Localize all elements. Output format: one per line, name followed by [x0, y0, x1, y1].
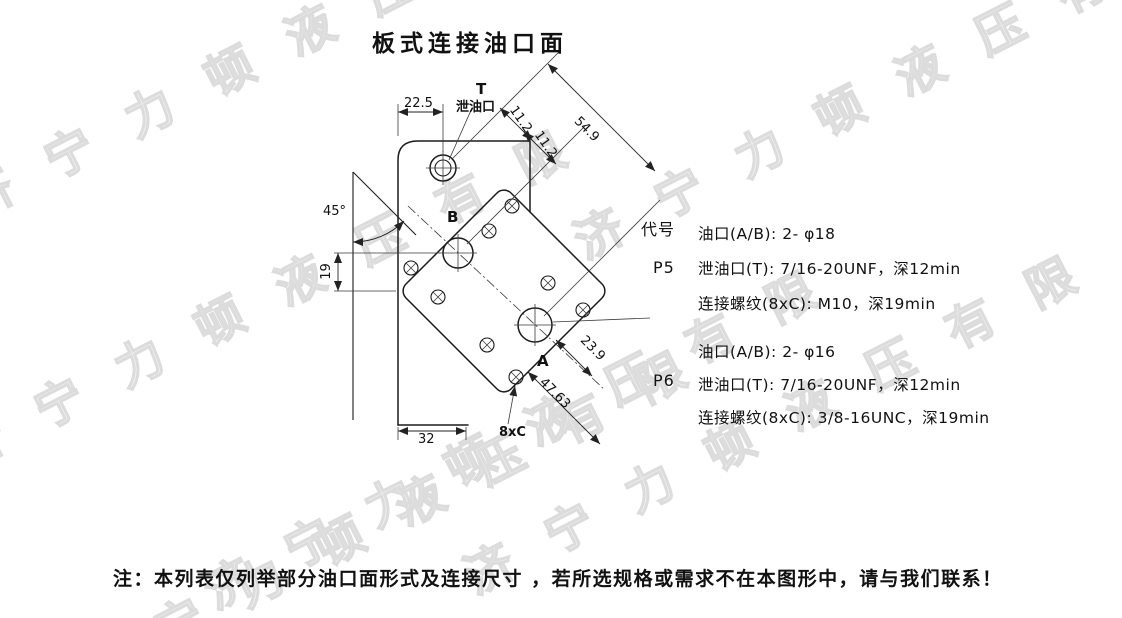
bolt-count-label: 8xC [499, 425, 526, 440]
dim-bottom-width: 32 [418, 432, 435, 447]
spec-line: 泄油口(T): 7/16-20UNF，深12min [698, 376, 961, 394]
port-b-label: B [447, 208, 459, 226]
bolt-leader-line [507, 385, 518, 425]
bolt-holes [403, 198, 591, 385]
table-leader-line [552, 317, 651, 323]
spec-line: 泄油口(T): 7/16-20UNF，深12min [698, 260, 961, 278]
bolt-hole [508, 369, 524, 385]
dimension-22-5 [397, 104, 444, 152]
port-a-circle [514, 304, 556, 346]
table-header-code: 代号 [641, 220, 676, 239]
spec-line: 连接螺纹(8xC): 3/8-16UNC，深19min [698, 409, 990, 427]
bolt-hole [504, 198, 520, 214]
t-leader-line [448, 107, 473, 161]
bolt-hole [540, 275, 556, 291]
bolt-hole [430, 289, 446, 305]
plate-outline [352, 140, 531, 426]
dimension-a-offsets [527, 339, 601, 445]
footer-note: 注：本列表仅列举部分油口面形式及连接尺寸 ，若所选规格或需求不在本图形中，请与我… [113, 568, 1003, 590]
t-port-name: 泄油口 [456, 100, 496, 115]
bolt-hole [479, 337, 495, 353]
leak-port-circle [426, 151, 460, 185]
t-port-label: T [476, 80, 487, 98]
row-code-p5: P5 [653, 258, 675, 277]
spec-line: 油口(A/B): 2- φ18 [698, 225, 836, 243]
bolt-hole [575, 302, 591, 318]
bolt-hole [481, 223, 497, 239]
mounting-square [402, 189, 606, 393]
page-title: 板式连接油口面 [372, 31, 568, 57]
port-a-label: A [537, 352, 549, 370]
dimension-32 [397, 427, 467, 440]
dim-angle: 45° [323, 204, 347, 219]
dim-top-width: 22.5 [404, 96, 433, 111]
dimension-19 [334, 252, 440, 292]
dim-left-height: 19 [318, 263, 334, 280]
row-code-p6: P6 [653, 371, 675, 390]
dimension-angle [352, 220, 405, 247]
dimension-offsets [451, 50, 661, 317]
spec-line: 连接螺纹(8xC): M10，深19min [698, 295, 936, 313]
port-b-circle [439, 234, 477, 272]
spec-line: 油口(A/B): 2- φ16 [698, 343, 836, 361]
bolt-hole [403, 260, 419, 276]
